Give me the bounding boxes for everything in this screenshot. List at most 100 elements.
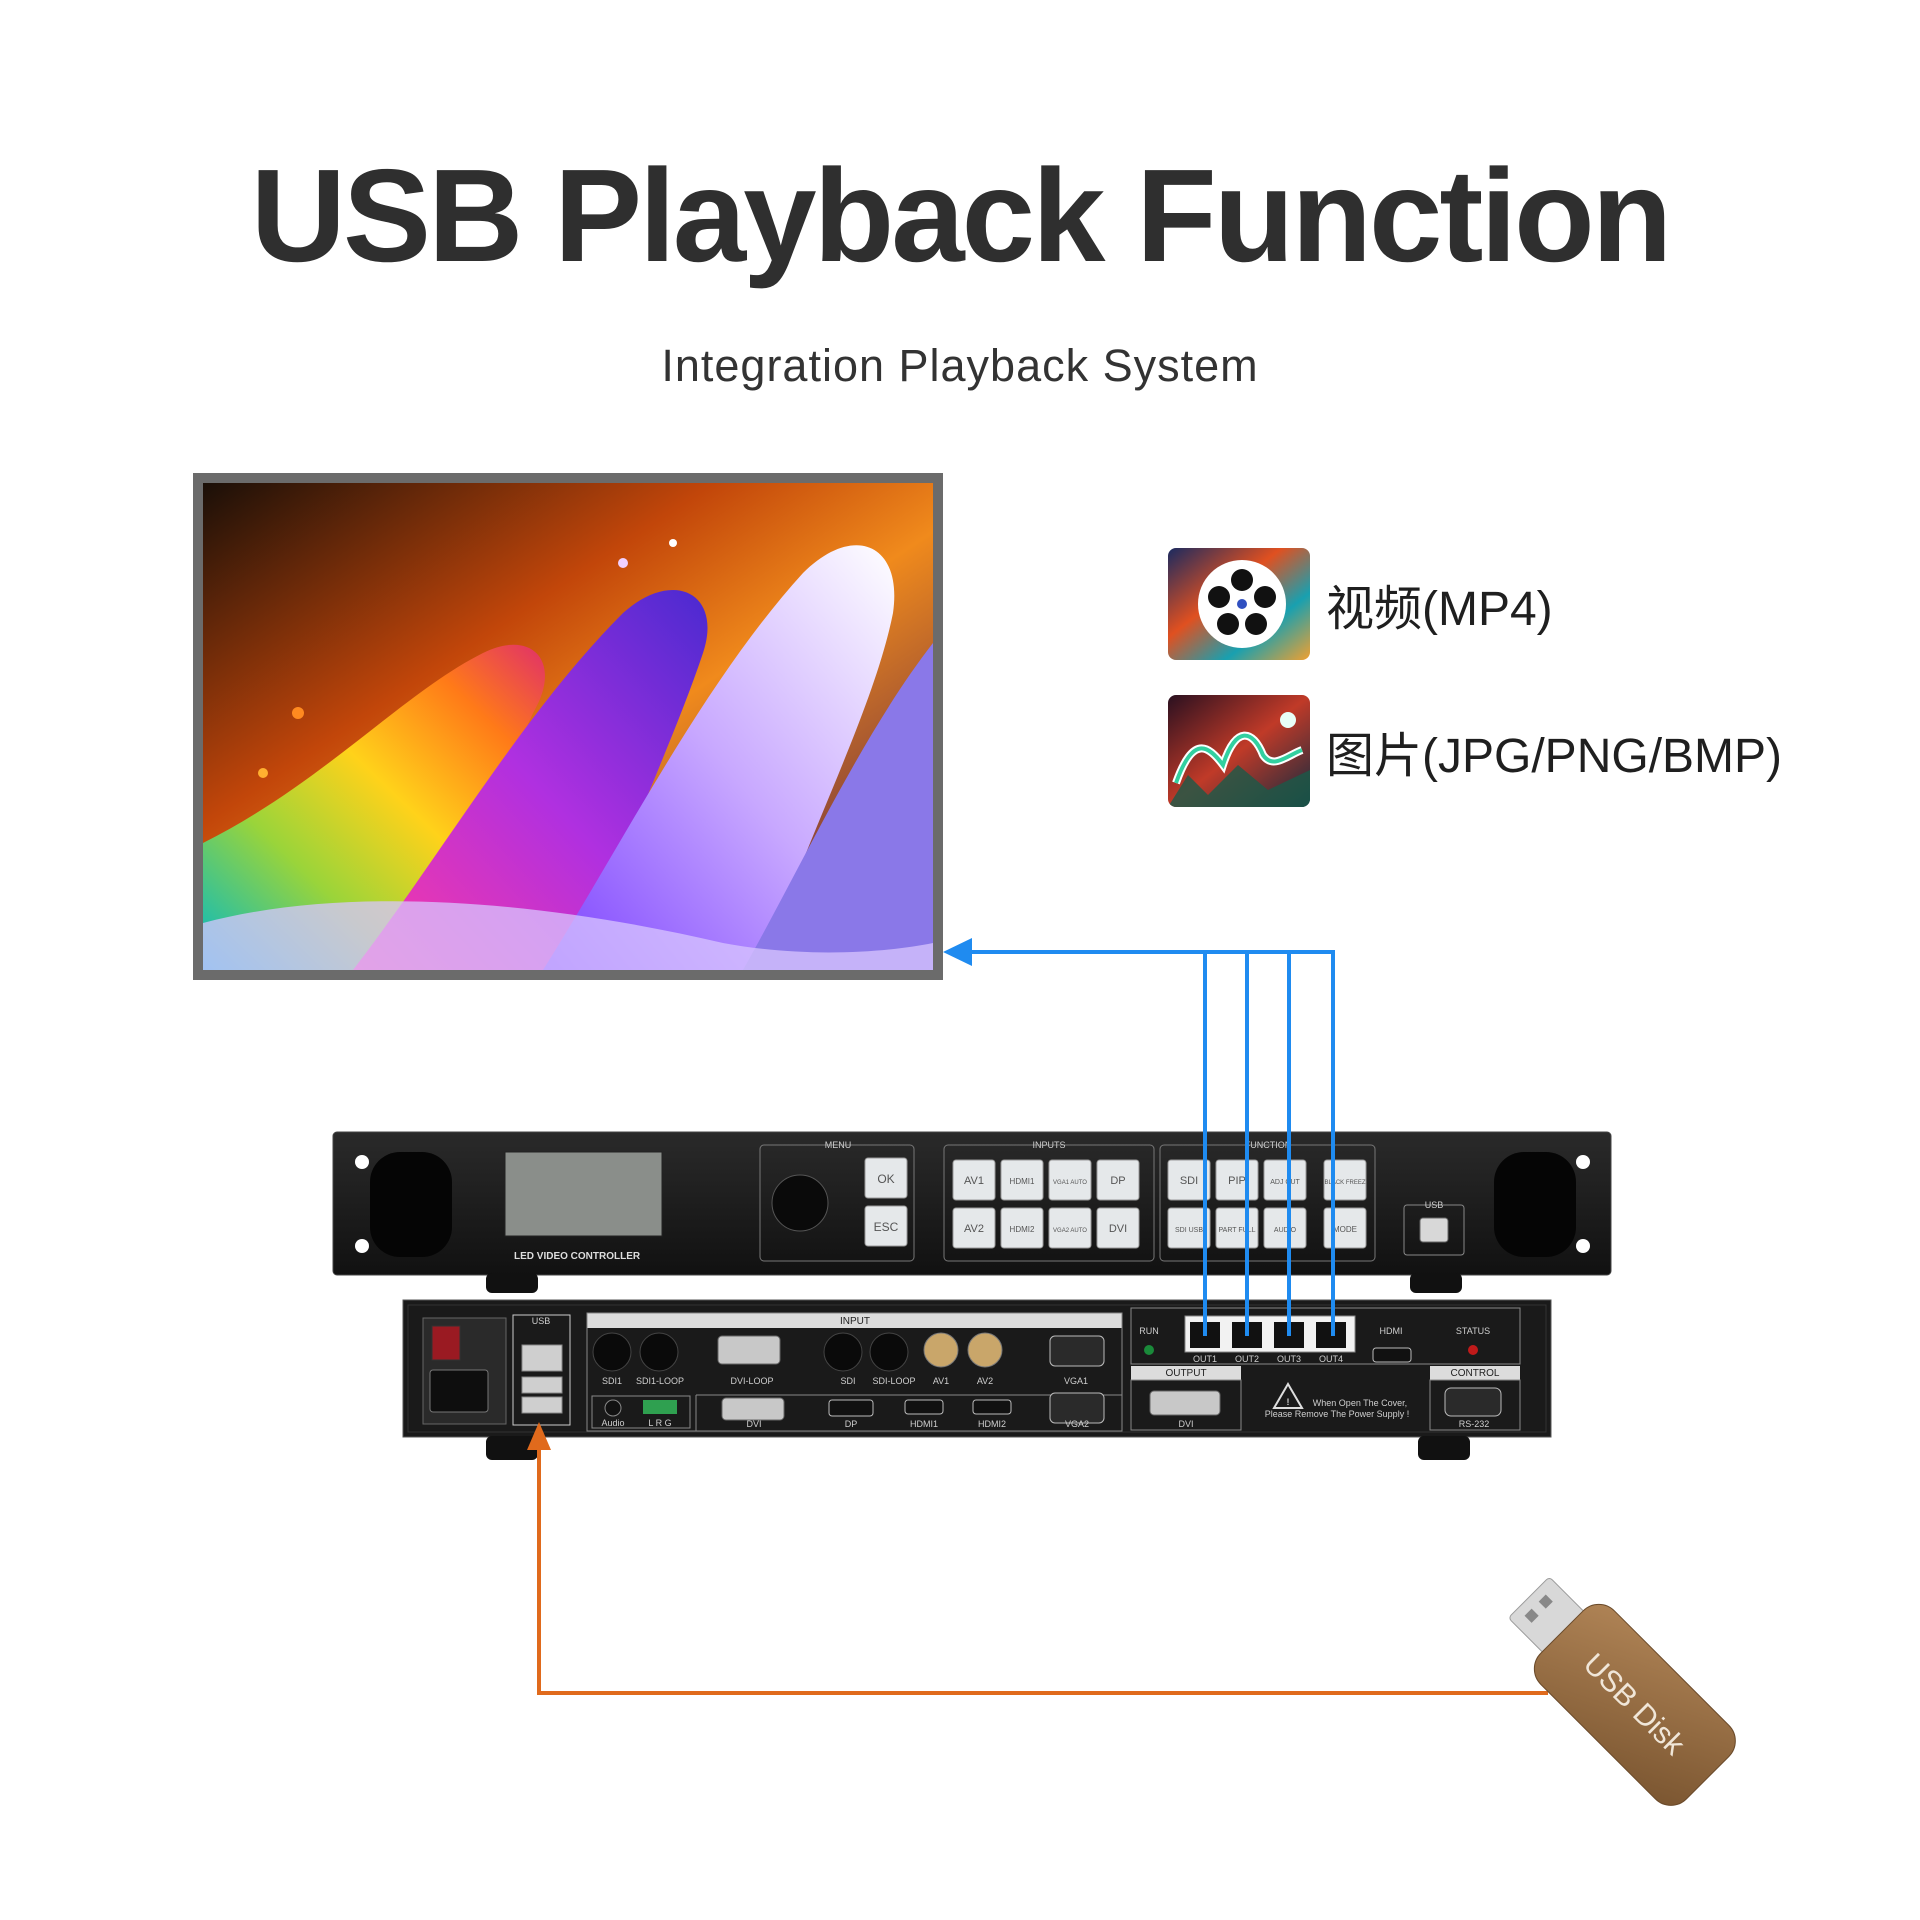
out-port-label: OUT3	[1277, 1354, 1301, 1364]
function-button-sdi[interactable]	[1167, 1159, 1211, 1201]
audio-jack[interactable]	[604, 1399, 622, 1417]
port-label: L R G	[648, 1418, 671, 1428]
hdmi-out-label: HDMI	[1380, 1326, 1403, 1336]
usb-ethernet-port[interactable]	[521, 1344, 563, 1372]
esc-button-label: ESC	[874, 1220, 899, 1234]
port-label: VGA1	[1064, 1376, 1088, 1386]
vga2-port[interactable]	[1049, 1392, 1105, 1424]
input-button-dvi[interactable]	[1096, 1207, 1140, 1249]
function-label: FUNCTION	[1245, 1140, 1292, 1150]
out-port-label: OUT1	[1193, 1354, 1217, 1364]
function-button-audio[interactable]	[1263, 1207, 1307, 1249]
esc-button[interactable]	[864, 1205, 908, 1247]
function-button-label: SDI	[1180, 1175, 1198, 1187]
signal-line-out1-out4	[1203, 950, 1335, 1336]
sdi1-loop-port[interactable]	[639, 1332, 679, 1372]
function-button-label: SDI USB	[1175, 1227, 1203, 1234]
function-button-label: ADJ CUT	[1270, 1179, 1300, 1186]
input-button-label: DP	[1110, 1175, 1125, 1187]
usb-port[interactable]	[521, 1396, 563, 1414]
input-button-dp[interactable]	[1096, 1159, 1140, 1201]
usb-port[interactable]	[521, 1376, 563, 1394]
power-socket[interactable]	[429, 1369, 489, 1413]
av2-bnc-port[interactable]	[967, 1332, 1003, 1368]
input-section-label: INPUT	[840, 1316, 870, 1327]
input-button-label: HDMI2	[1010, 1225, 1035, 1234]
port-label: AV1	[933, 1376, 949, 1386]
function-button-label: PIP	[1228, 1175, 1246, 1187]
usb-disk: USB Disk	[1509, 1578, 1736, 1806]
input-button-label: AV1	[964, 1175, 984, 1187]
status-led	[1468, 1345, 1478, 1355]
hdmi2-port[interactable]	[972, 1399, 1012, 1415]
sdi-loop-port[interactable]	[869, 1332, 909, 1372]
inputs-label: INPUTS	[1032, 1140, 1065, 1150]
port-label: DVI-LOOP	[730, 1376, 773, 1386]
out-port-label: OUT4	[1319, 1354, 1343, 1364]
function-button-label: BLACK FREEZ	[1324, 1180, 1365, 1186]
foot	[486, 1436, 538, 1460]
port-label: DVI	[746, 1419, 761, 1429]
front-usb-port[interactable]	[1419, 1217, 1449, 1243]
hdmi1-port[interactable]	[904, 1399, 944, 1415]
port-label: DVI	[1178, 1419, 1193, 1429]
run-label: RUN	[1139, 1326, 1159, 1336]
dp-port[interactable]	[828, 1399, 874, 1417]
function-button-sdi-usb[interactable]	[1167, 1207, 1211, 1249]
video-format-row: 视频(MP4)	[1168, 548, 1553, 660]
input-button-hdmi2[interactable]	[1000, 1207, 1044, 1249]
function-group	[1159, 1144, 1376, 1262]
rack-hole	[1576, 1239, 1590, 1253]
front-panel: LED VIDEO CONTROLLER MENU OK ESC INPUTS …	[332, 1131, 1612, 1293]
lcd-screen	[504, 1151, 663, 1237]
vga1-port[interactable]	[1049, 1335, 1105, 1367]
dvi-output-port[interactable]	[1149, 1390, 1221, 1416]
port-label: DP	[845, 1419, 858, 1429]
hdmi-out-port[interactable]	[1372, 1347, 1412, 1363]
dvi-loop-port[interactable]	[717, 1335, 781, 1365]
port-label: HDMI2	[978, 1419, 1006, 1429]
port-label: AV2	[977, 1376, 993, 1386]
front-usb-frame	[1403, 1204, 1465, 1256]
dvi-input-port[interactable]	[721, 1397, 785, 1421]
sdi-port[interactable]	[823, 1332, 863, 1372]
video-file-icon	[1168, 548, 1310, 660]
port-label: SDI	[840, 1376, 855, 1386]
control-section-label: CONTROL	[1451, 1368, 1500, 1379]
warning-text: Please Remove The Power Supply !	[1265, 1409, 1409, 1419]
menu-knob[interactable]	[771, 1174, 829, 1232]
rack-hole	[355, 1239, 369, 1253]
ok-button[interactable]	[864, 1157, 908, 1199]
input-button-label: VGA2 AUTO	[1053, 1228, 1087, 1234]
input-button-av2[interactable]	[952, 1207, 996, 1249]
audio-terminal[interactable]	[643, 1400, 677, 1414]
input-button-label: DVI	[1109, 1223, 1127, 1235]
input-button-hdmi1[interactable]	[1000, 1159, 1044, 1201]
output-signal-lines	[965, 950, 1335, 1336]
sdi1-port[interactable]	[592, 1332, 632, 1372]
video-format-label: 视频(MP4)	[1326, 583, 1553, 636]
menu-label: MENU	[825, 1140, 852, 1150]
rack-hole	[355, 1155, 369, 1169]
usb-signal-line	[537, 1440, 1548, 1695]
input-button-vga2[interactable]	[1048, 1207, 1092, 1249]
input-header-bar	[587, 1313, 1122, 1328]
input-button-vga1[interactable]	[1048, 1159, 1092, 1201]
rs232-port[interactable]	[1444, 1387, 1502, 1417]
input-button-av1[interactable]	[952, 1159, 996, 1201]
power-switch[interactable]	[431, 1325, 461, 1361]
warning-icon	[1272, 1382, 1304, 1409]
port-label: SDI1	[602, 1376, 622, 1386]
foot	[1410, 1273, 1462, 1293]
inputs-group	[943, 1144, 1155, 1262]
warning-icon-mark: !	[1287, 1397, 1290, 1407]
led-display-screen	[193, 473, 943, 980]
menu-group	[759, 1144, 915, 1262]
av1-bnc-port[interactable]	[923, 1332, 959, 1368]
rack-hole	[1576, 1155, 1590, 1169]
function-button-adj-cut[interactable]	[1263, 1159, 1307, 1201]
control-header-bar	[1430, 1366, 1520, 1380]
foot	[486, 1273, 538, 1293]
output-ports: OUT1 OUT2 OUT3 OUT4	[1184, 1315, 1356, 1364]
